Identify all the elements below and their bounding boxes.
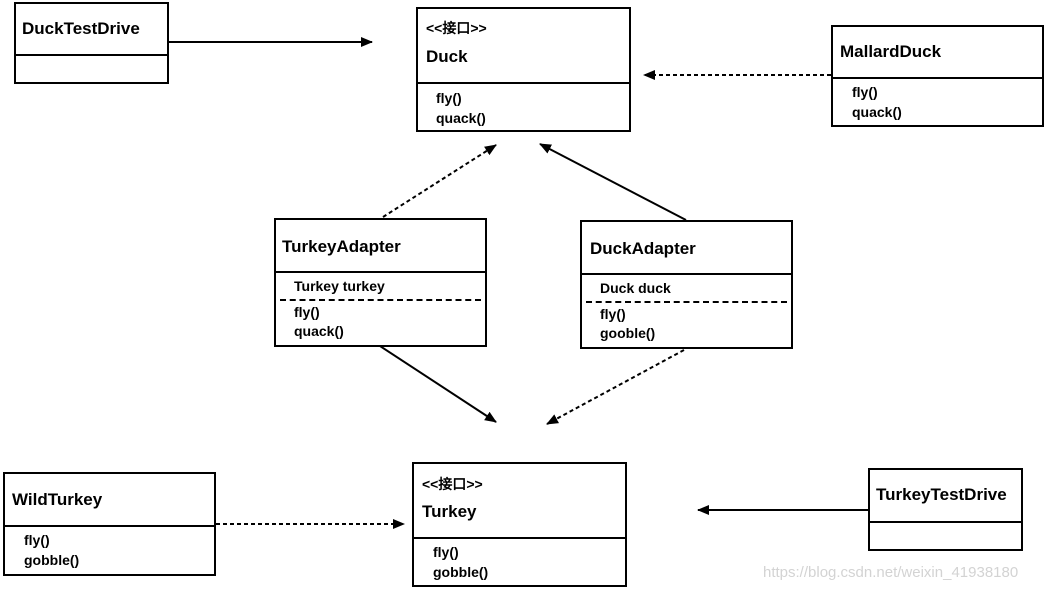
- turkey-adapter-class: TurkeyAdapter Turkey turkey fly() quack(…: [274, 218, 487, 347]
- wild-turkey-class: WildTurkey fly() gobble(): [3, 472, 216, 576]
- wild-turkey-name: WildTurkey: [12, 490, 103, 509]
- dashed-arrow-duckadapter-to-turkey: [546, 349, 685, 425]
- turkey-adapter-field: Turkey turkey: [294, 278, 385, 294]
- mallard-duck-class: MallardDuck fly() quack(): [831, 25, 1044, 127]
- turkey-adapter-method-fly: fly(): [294, 304, 320, 320]
- duck-stereotype: <<接口>>: [426, 20, 487, 36]
- duck-method-quack: quack(): [436, 110, 486, 126]
- watermark-text: https://blog.csdn.net/weixin_41938180: [763, 564, 1019, 581]
- wild-turkey-method-gobble: gobble(): [24, 552, 80, 568]
- turkey-interface-class: <<接口>> Turkey fly() gobble(): [412, 462, 627, 587]
- turkey-adapter-method-quack: quack(): [294, 323, 344, 339]
- turkey-adapter-name: TurkeyAdapter: [282, 237, 401, 256]
- duck-test-drive-divider: [16, 54, 167, 56]
- turkey-stereotype: <<接口>>: [422, 476, 483, 492]
- mallard-duck-divider: [833, 77, 1042, 79]
- duck-name: Duck: [426, 47, 468, 66]
- wild-turkey-method-fly: fly(): [24, 532, 50, 548]
- arrow-duckadapter-to-duck: [539, 143, 687, 221]
- duck-adapter-field: Duck duck: [600, 280, 671, 296]
- duck-test-drive-class: DuckTestDrive: [14, 2, 169, 84]
- turkey-test-drive-divider: [870, 521, 1021, 523]
- mallard-duck-method-fly: fly(): [852, 84, 878, 100]
- duck-adapter-class: DuckAdapter Duck duck fly() gooble(): [580, 220, 793, 349]
- dashed-arrow-turkeyadapter-to-duck: [382, 144, 497, 218]
- duck-adapter-divider: [582, 273, 791, 275]
- wild-turkey-divider: [5, 525, 214, 527]
- turkey-method-fly: fly(): [433, 544, 459, 560]
- duck-adapter-dashed-divider: [586, 301, 787, 303]
- turkey-name: Turkey: [422, 502, 477, 521]
- duck-divider: [418, 82, 629, 84]
- mallard-duck-name: MallardDuck: [840, 42, 942, 61]
- turkey-divider: [414, 537, 625, 539]
- duck-adapter-method-fly: fly(): [600, 306, 626, 322]
- duck-adapter-name: DuckAdapter: [590, 239, 696, 258]
- duck-method-fly: fly(): [436, 90, 462, 106]
- duck-interface-class: <<接口>> Duck fly() quack(): [416, 7, 631, 132]
- turkey-adapter-dashed-divider: [280, 299, 481, 301]
- turkey-adapter-divider: [276, 271, 485, 273]
- turkey-method-gobble: gobble(): [433, 564, 489, 580]
- turkey-test-drive-class: TurkeyTestDrive: [868, 468, 1023, 551]
- arrow-turkeyadapter-to-turkey: [379, 345, 497, 423]
- duck-test-drive-name: DuckTestDrive: [22, 19, 140, 38]
- turkey-test-drive-name: TurkeyTestDrive: [876, 485, 1007, 504]
- duck-adapter-method-gooble: gooble(): [600, 325, 656, 341]
- mallard-duck-method-quack: quack(): [852, 104, 902, 120]
